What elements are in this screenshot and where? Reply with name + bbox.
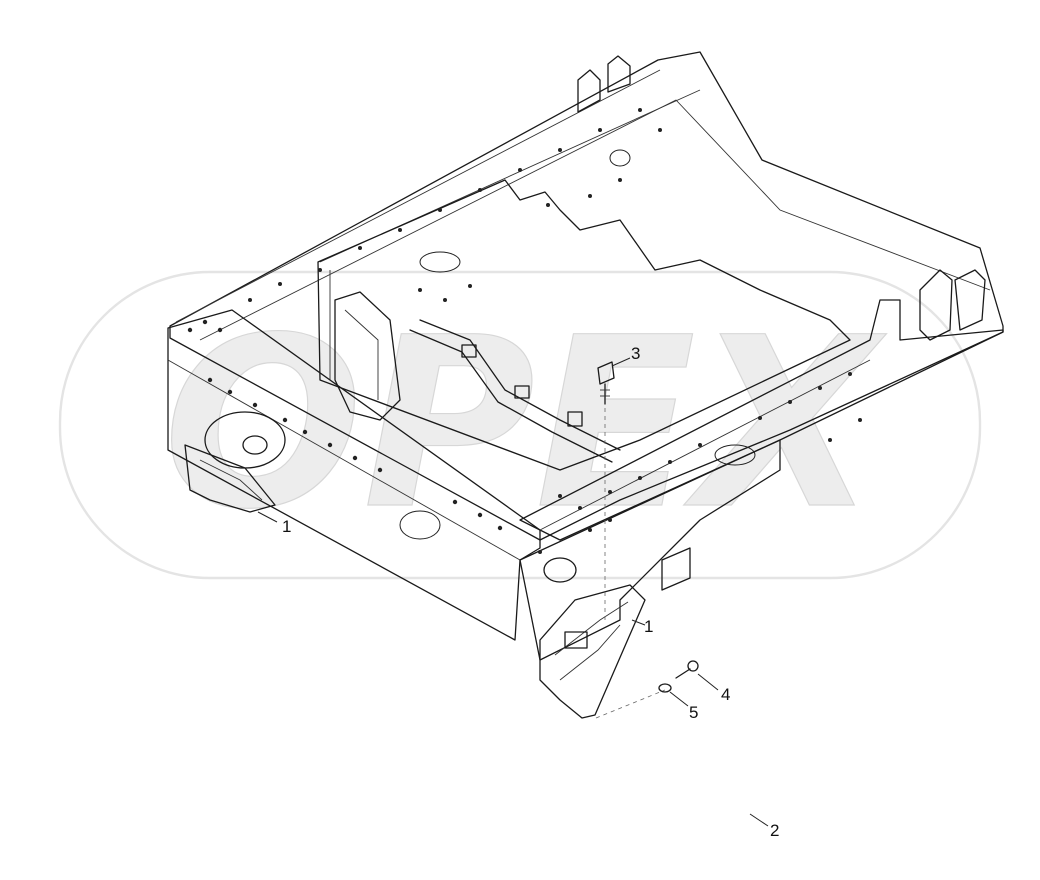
front-rail-edge-line <box>167 359 521 561</box>
callout-2: 2 <box>770 821 779 840</box>
lower-frame-lug <box>661 547 691 591</box>
upper-rail-hole <box>609 149 631 167</box>
rear-bracket-2 <box>954 269 986 331</box>
cross-member-plate <box>317 179 851 471</box>
frame-stub-pipe <box>543 557 577 583</box>
mounting-bracket-left-boss <box>242 435 268 455</box>
callout-1b: 1 <box>644 617 653 636</box>
watermark-text: OPEX <box>163 288 887 561</box>
rail-large-hole-mid <box>399 510 441 540</box>
tube-clip-2 <box>514 385 530 399</box>
leader-1a <box>257 511 278 523</box>
hardware-install-guide <box>595 689 666 719</box>
leader-3 <box>611 357 631 367</box>
bolt-4 <box>675 660 699 679</box>
leader-4 <box>697 673 719 691</box>
mounting-bracket-right-window <box>564 631 588 649</box>
hanger-bracket-rib <box>344 309 379 400</box>
chassis-frame <box>167 51 1004 719</box>
leader-5 <box>669 691 689 707</box>
watermark-frame <box>58 270 982 580</box>
bolt-hole-pattern <box>187 108 862 554</box>
upper-mount-tab-2 <box>607 55 631 93</box>
callout-5: 5 <box>689 703 698 722</box>
upper-mount-tab-1 <box>577 69 601 113</box>
upper-rail-flange-line <box>175 69 661 323</box>
crossover-tube-lower <box>409 329 613 463</box>
mounting-bracket-left <box>184 444 276 513</box>
callout-4: 4 <box>721 685 730 704</box>
rear-bracket-1 <box>919 269 953 341</box>
mounting-bracket-right-rib-2 <box>559 624 621 681</box>
bolt-3 <box>597 361 615 405</box>
callout-3: 3 <box>631 344 640 363</box>
crossover-tube <box>419 319 621 451</box>
tube-clip-3 <box>567 411 583 427</box>
hanger-bracket <box>334 291 401 421</box>
mounting-bracket-left-rib <box>199 459 263 501</box>
upper-side-rail <box>169 51 1004 541</box>
leader-2 <box>749 813 769 827</box>
front-rail-top-flange <box>519 299 1004 541</box>
leader-1b <box>631 619 646 626</box>
nut-5 <box>658 683 672 693</box>
mounting-bracket-right-rib-1 <box>554 601 629 656</box>
tube-clip-1 <box>461 344 477 358</box>
watermark: OPEX <box>58 270 982 580</box>
front-rail-lower-web <box>519 439 781 661</box>
upper-rail-web-line <box>199 99 991 341</box>
front-flange-slot <box>714 444 756 466</box>
front-flange-inner-line <box>539 359 871 531</box>
plate-slot-hole <box>419 251 461 273</box>
callout-1a: 1 <box>282 517 291 536</box>
front-side-rail <box>167 309 541 641</box>
mounting-bracket-right <box>539 584 646 719</box>
